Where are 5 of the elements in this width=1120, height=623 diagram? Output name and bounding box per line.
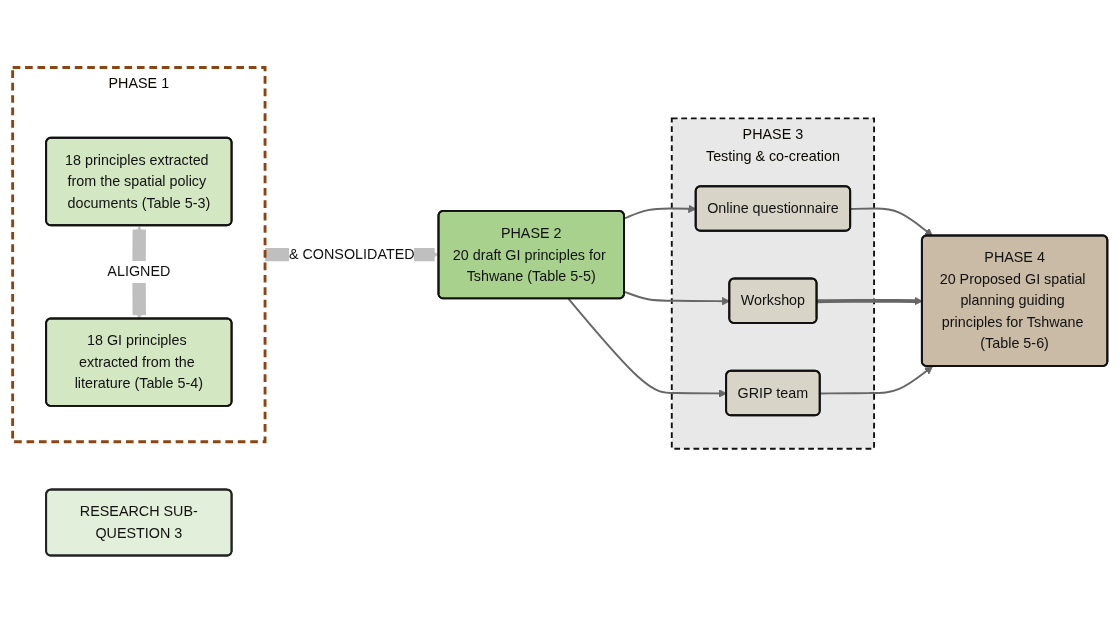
arrow [132, 225, 146, 320]
arrow [567, 297, 727, 398]
edge-label: ALIGNED [107, 262, 171, 280]
arrow [819, 366, 933, 395]
edge-label: & CONSOLIDATED [288, 245, 415, 263]
